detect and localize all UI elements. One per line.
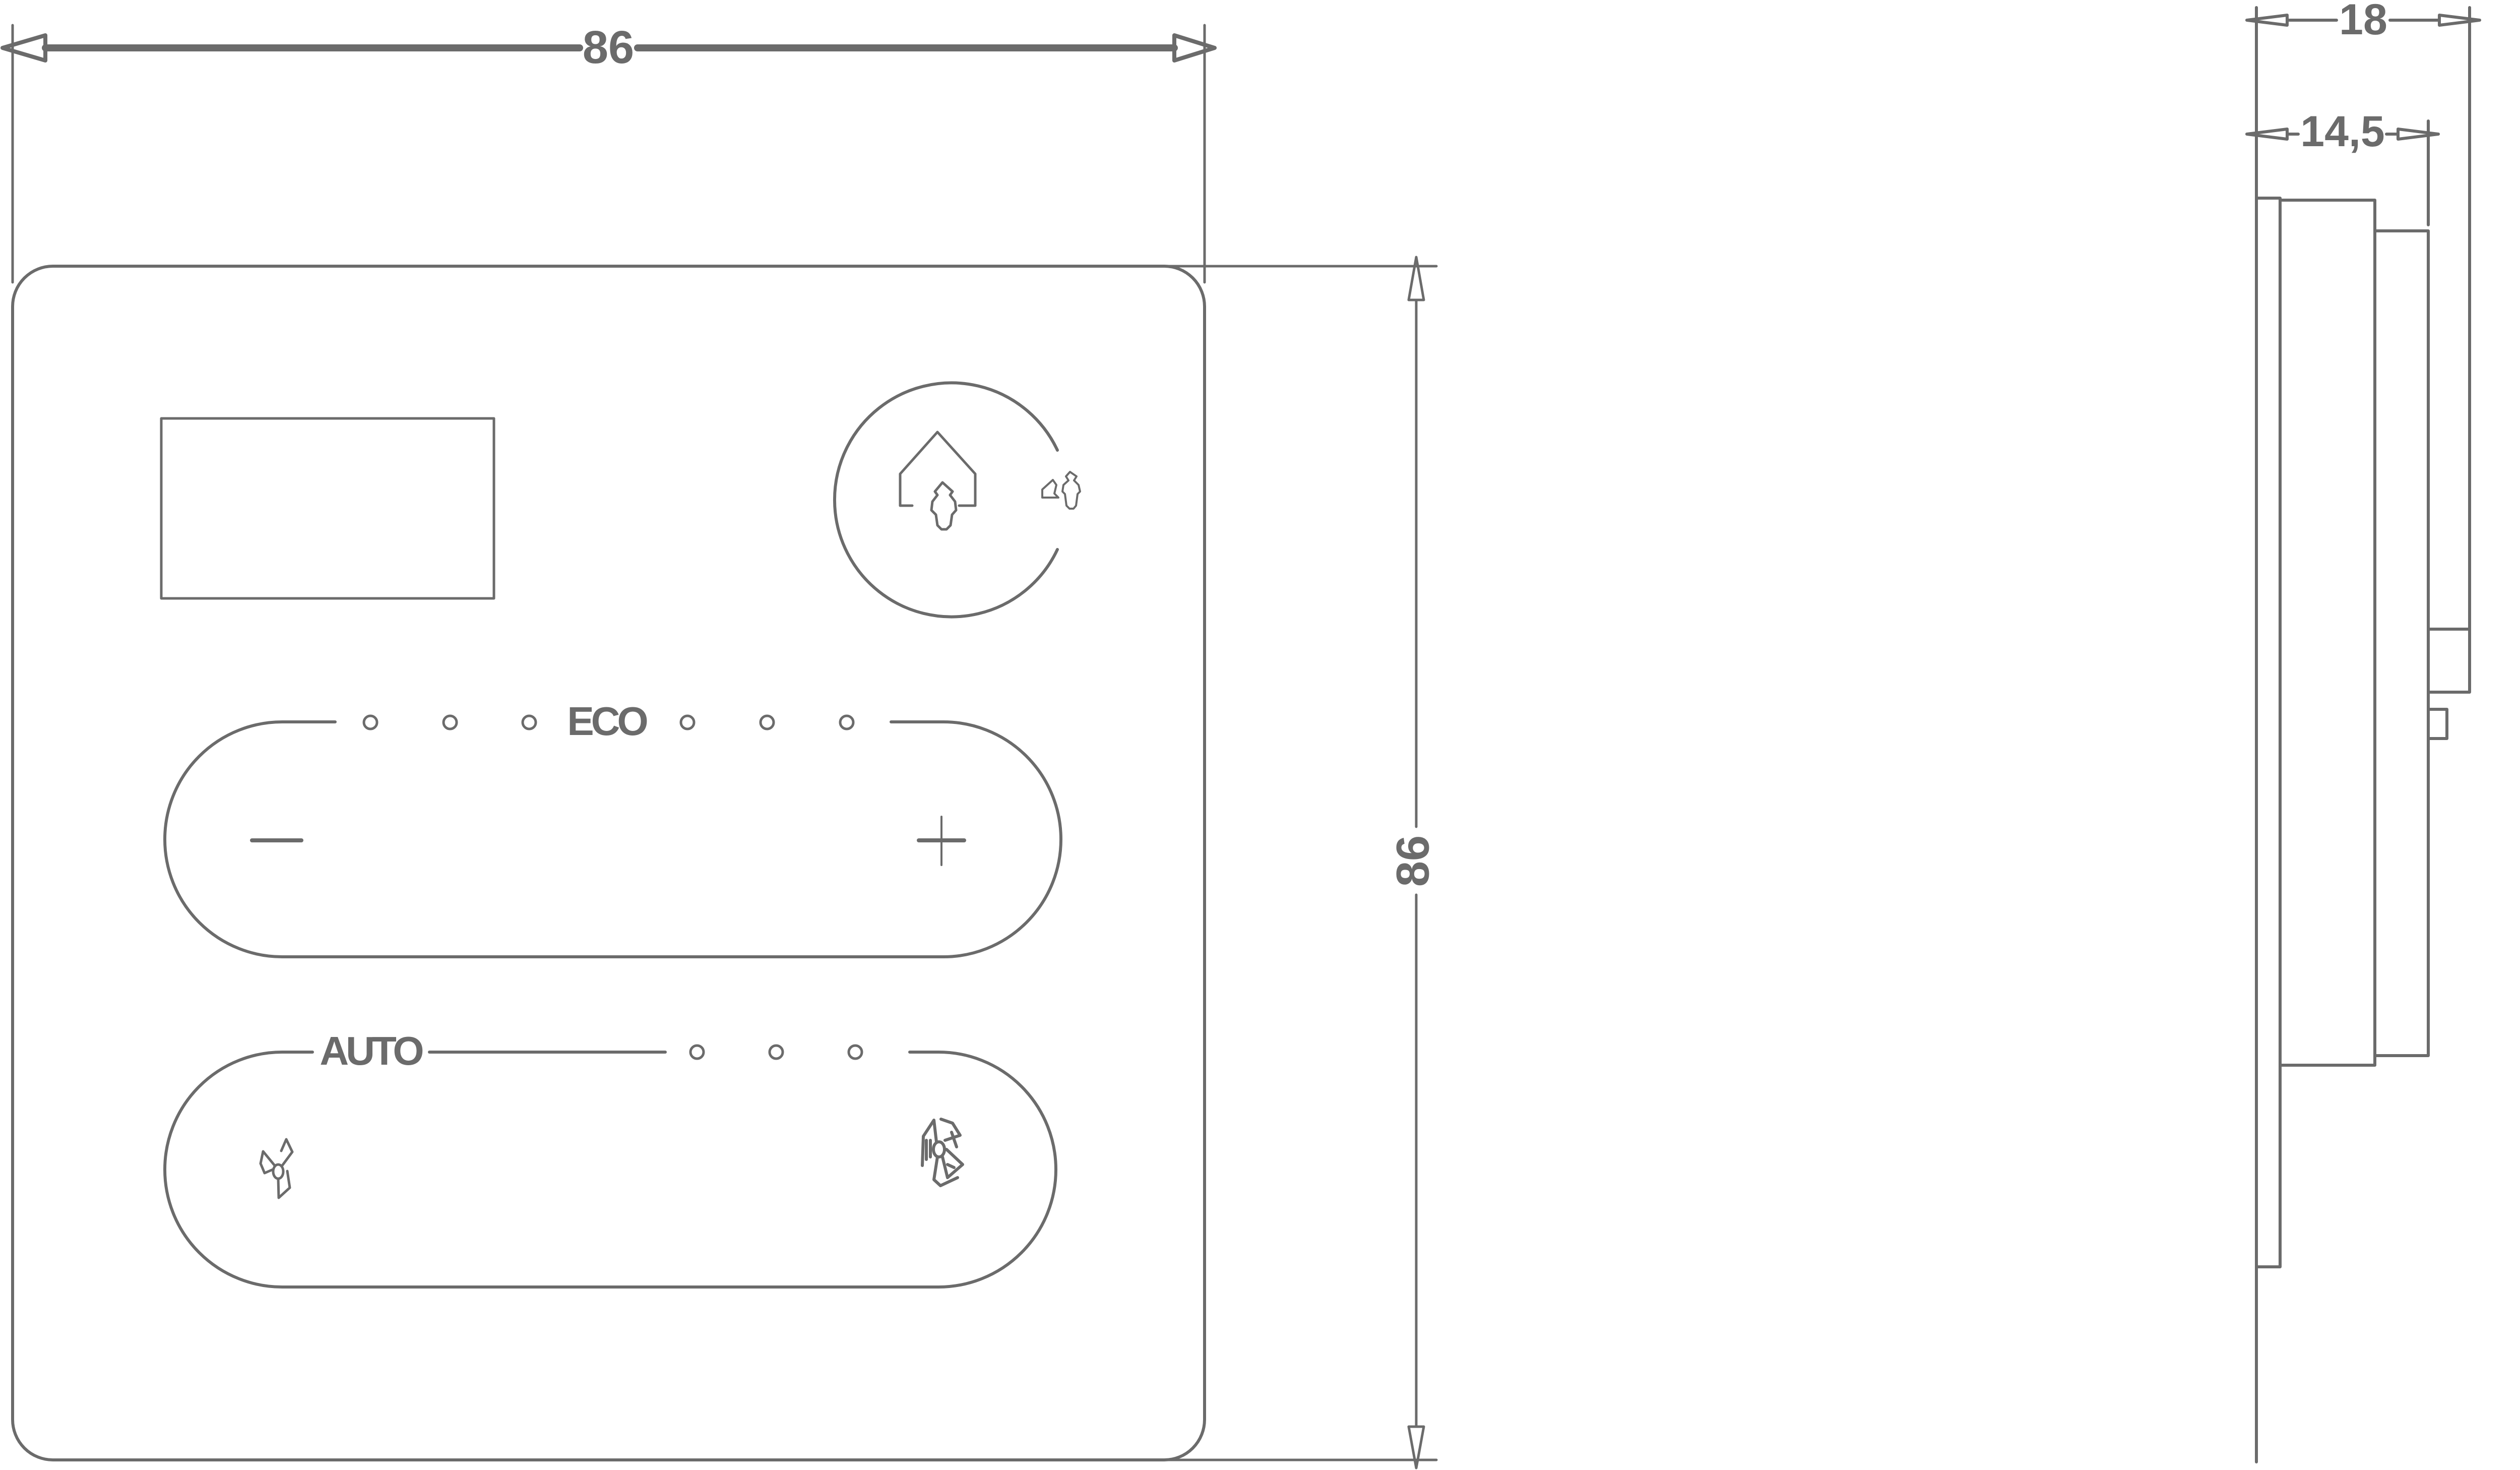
depth-dimension-body: 14,5 [2245,107,2440,226]
indicator-led [689,1044,705,1060]
height-dimension-label: 86 [1387,835,1438,887]
display-window [160,417,495,600]
arrow-left-icon [2245,14,2289,27]
fan-high-icon [921,1118,964,1187]
indicator-led [679,714,696,730]
temperature-control: ECO [163,699,1062,958]
side-view: 18 14,5 [2245,0,2481,1463]
indicator-led [521,714,537,730]
arrow-right-icon [2438,14,2481,27]
height-dimension: 86 [1163,256,1438,1469]
front-view: 86 86 ECO [1,22,1438,1469]
width-dimension-label: 86 [583,22,634,73]
arrow-up-icon [1407,256,1425,301]
arrow-right-icon [2397,128,2440,141]
increase-button[interactable] [917,816,966,866]
panel-outline [11,265,1206,1461]
eco-indicator-leds [362,714,855,730]
plus-icon [917,816,966,866]
depth-total-label: 18 [2339,0,2387,44]
fan-control: AUTO [163,1028,1057,1289]
depth-dimension-total: 18 [2245,0,2481,1463]
side-profile [2255,197,2471,1268]
house-person-icon [899,431,977,531]
indicator-led [839,714,855,730]
indicator-led [847,1044,863,1060]
arrow-down-icon [1407,1425,1425,1469]
indicator-led [759,714,775,730]
fan-indicator-leds [689,1044,863,1060]
rear-connector [2427,628,2471,694]
fan-speed-down-button[interactable] [259,1138,294,1199]
width-dimension: 86 [1,22,1217,284]
indicator-led [768,1044,784,1060]
indicator-led [442,714,458,730]
auto-label: AUTO [320,1028,422,1073]
arrow-left-icon [2245,128,2289,141]
fan-low-icon [259,1138,294,1199]
eco-label: ECO [567,699,647,744]
indicator-led [362,714,379,730]
presence-button[interactable] [833,381,1059,619]
arrow-right-icon [1172,33,1217,63]
front-plate [2255,197,2282,1268]
rear-clip [2427,708,2448,740]
depth-body-label: 14,5 [2300,107,2384,156]
house-person-small-icon [1041,471,1081,510]
fan-speed-up-button[interactable] [921,1118,964,1187]
arrow-left-icon [1,33,47,63]
